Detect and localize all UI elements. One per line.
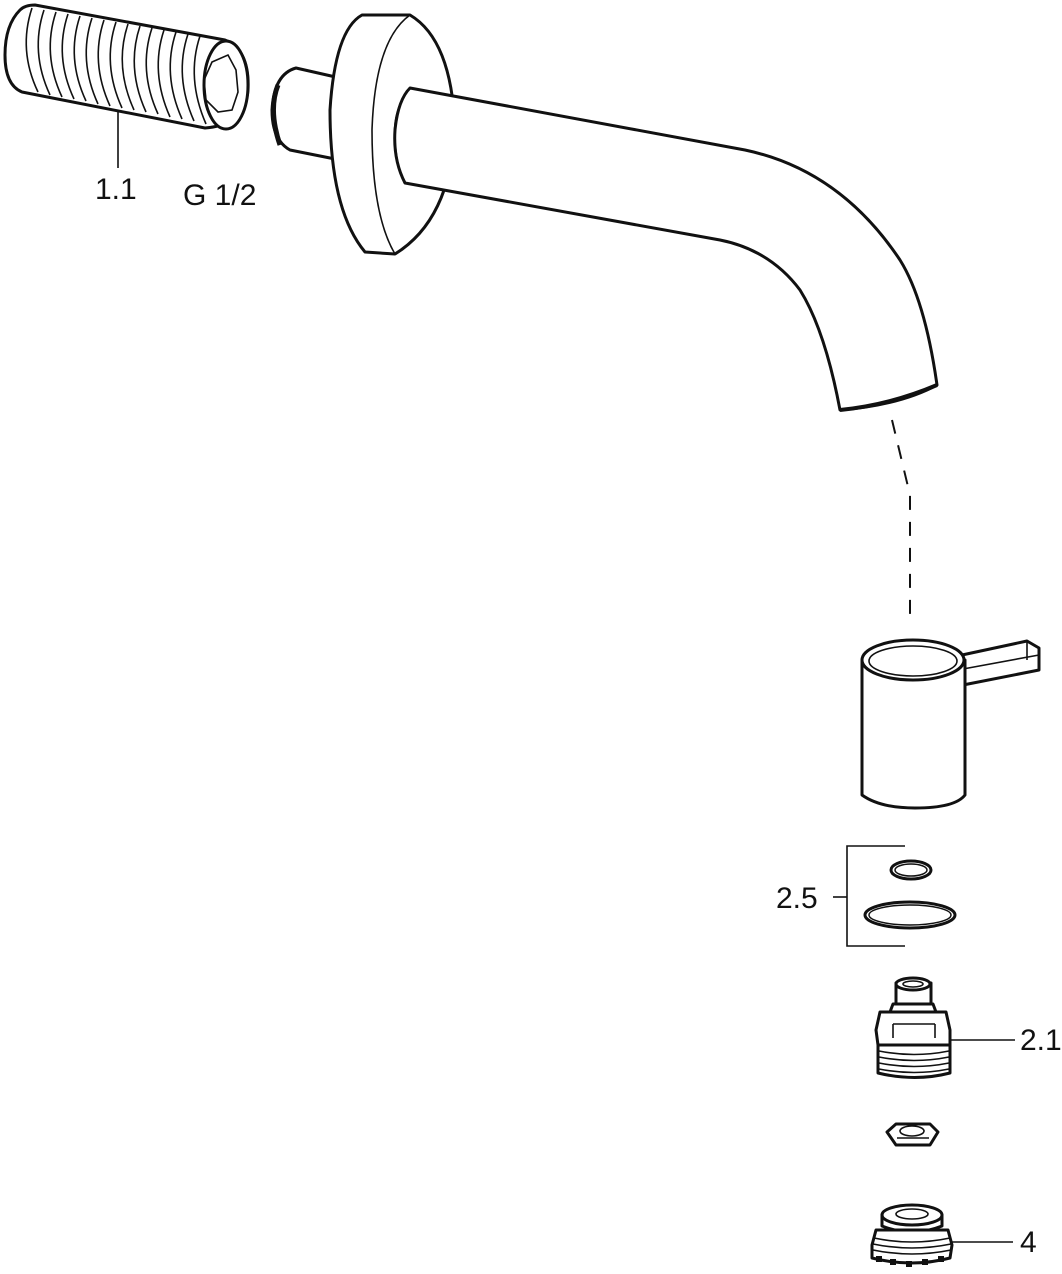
hex-nut-part <box>885 1122 940 1147</box>
label-thread-size: G 1/2 <box>183 179 257 212</box>
spout-part <box>270 13 939 412</box>
label-part-4: 4 <box>1020 1226 1037 1259</box>
aerator-part <box>870 1203 1013 1267</box>
label-part-2-1: 2.1 <box>1020 1024 1062 1057</box>
lever-handle-part <box>860 638 1041 810</box>
label-part-2-5: 2.5 <box>776 882 818 915</box>
label-part-1-1: 1.1 <box>95 173 137 206</box>
threaded-nipple-part <box>3 3 250 168</box>
valve-headpart-part <box>874 976 1015 1079</box>
o-ring-set-part <box>833 845 957 947</box>
assembly-guide-line <box>891 419 911 615</box>
